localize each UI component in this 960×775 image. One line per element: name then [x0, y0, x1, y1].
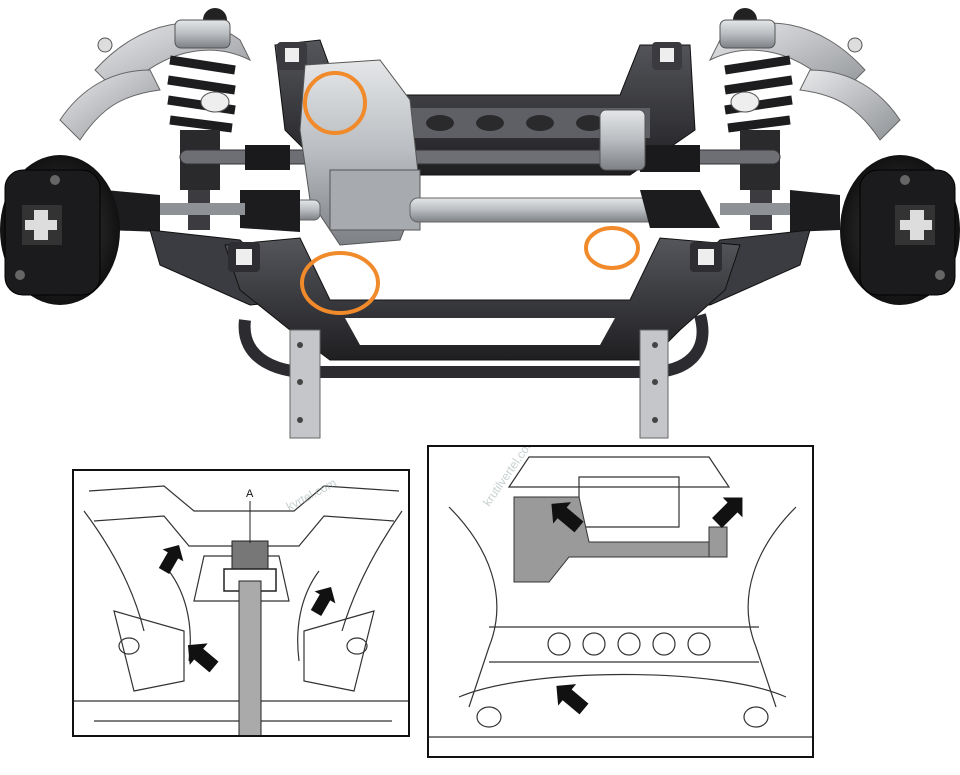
pointer-arrow-5: [712, 497, 743, 528]
callout-label-a: A: [246, 488, 254, 500]
pointer-arrow-1: [158, 545, 184, 574]
detail-drawing-right: krutilvertel.com: [427, 445, 814, 758]
hub-assembly-left: [0, 155, 120, 305]
detail-drawing-left: A kvrtel.com: [72, 469, 410, 737]
highlight-circle-upper: [303, 71, 367, 135]
pointer-arrow-2: [310, 587, 336, 616]
highlight-circle-lower: [300, 251, 380, 315]
strut-right: [719, 19, 793, 230]
pointer-arrow-6: [556, 684, 589, 715]
hub-assembly-right: [840, 155, 960, 305]
watermark-left: kvrtel.com: [284, 476, 339, 514]
drive-shaft-right: [409, 190, 840, 232]
subframe-render-illustration: [0, 8, 960, 439]
differential-housing: [299, 59, 421, 246]
pointer-arrow-4: [551, 502, 584, 533]
strut-left: [167, 19, 236, 230]
mounting-brackets: [289, 329, 669, 439]
drive-shaft-left: [105, 190, 321, 232]
line-drawing-left: A kvrtel.com: [74, 476, 408, 735]
pointer-arrow-3: [187, 643, 219, 673]
highlight-circle-right: [584, 226, 640, 270]
front-subframe: [224, 237, 741, 361]
line-drawing-right: krutilvertel.com: [429, 447, 812, 738]
